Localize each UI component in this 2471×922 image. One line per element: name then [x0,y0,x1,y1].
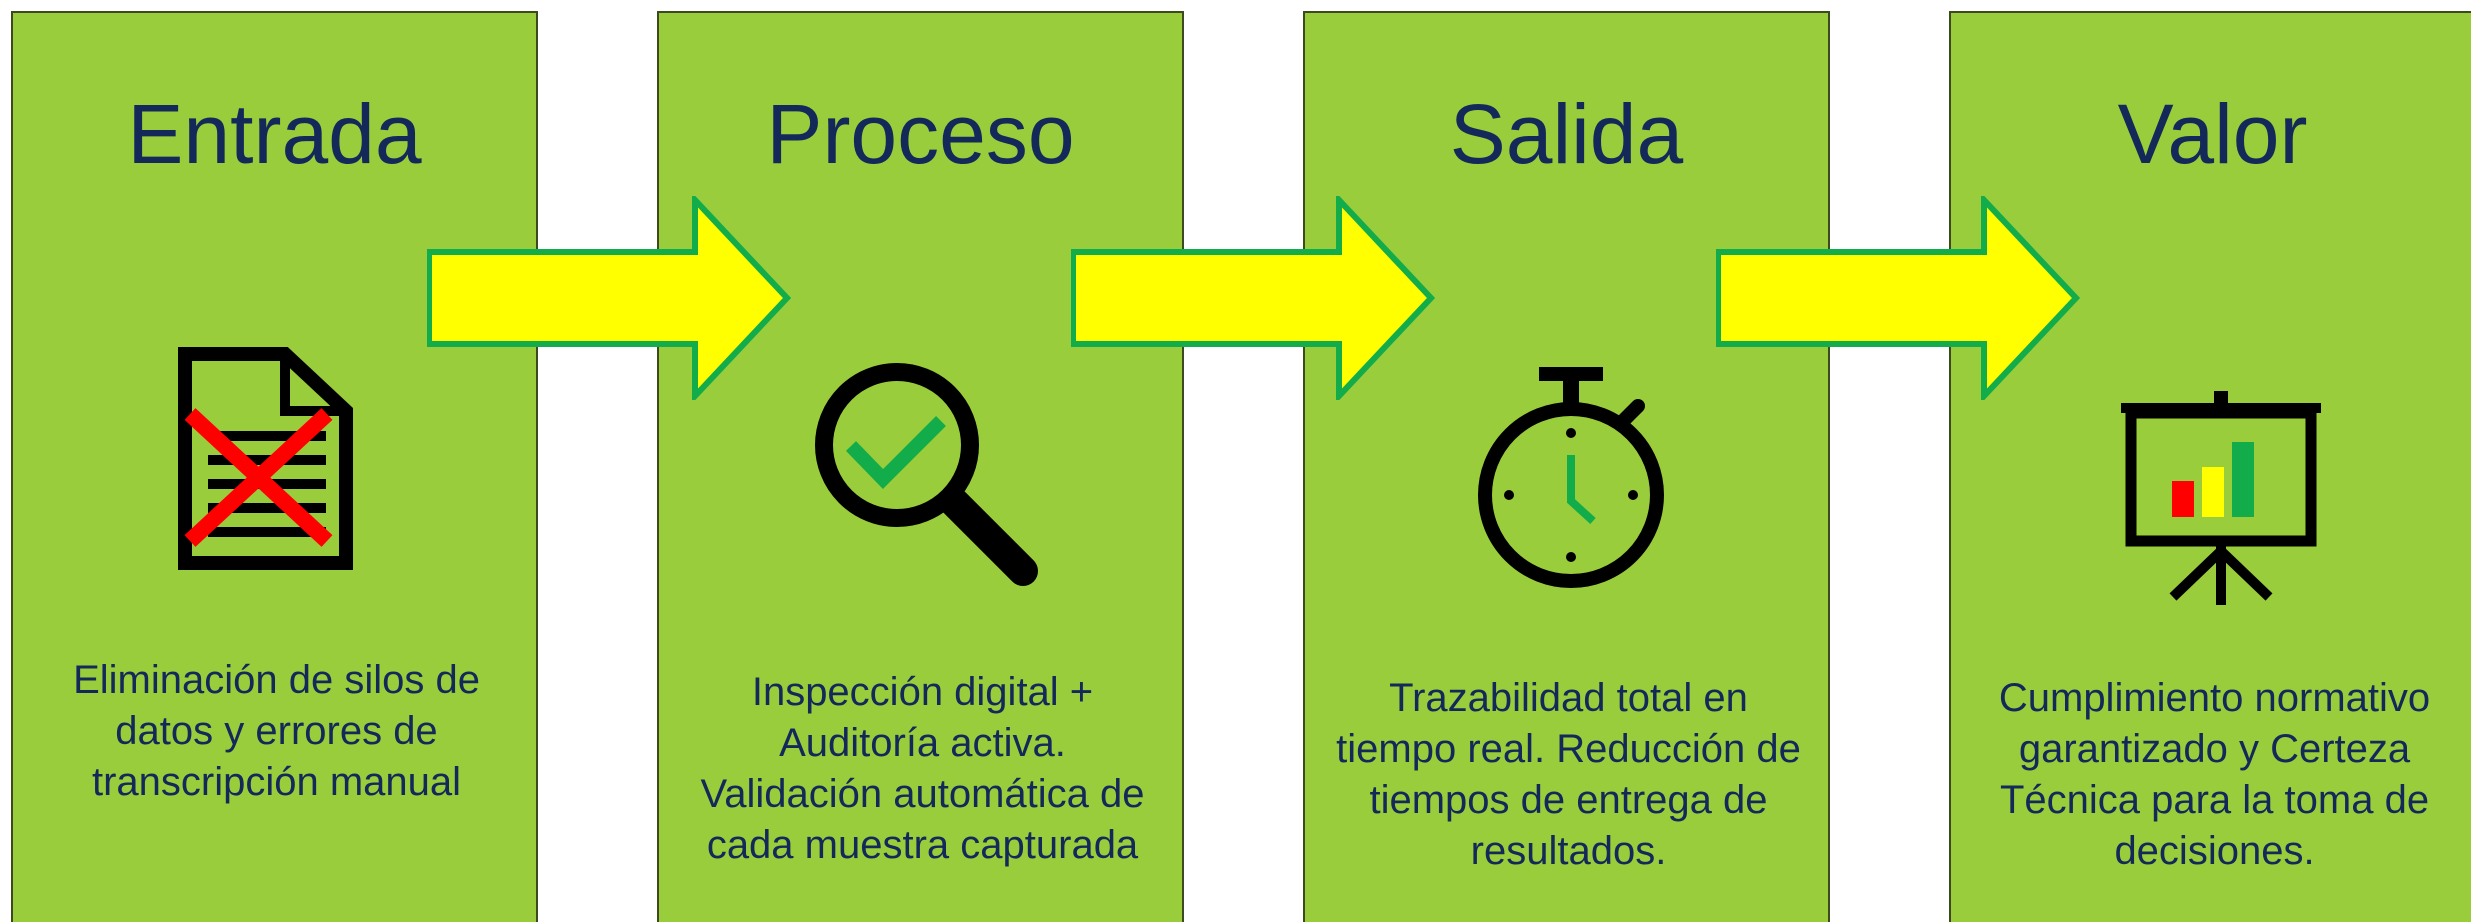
step-panel-salida: Salida Trazabilidad total en tiempo real… [1303,11,1830,922]
step-description: Cumplimiento normativo garantizado y Cer… [1998,676,2431,873]
step-panel-entrada: Entrada Eliminación de silos de datos y … [11,11,538,922]
step-panel-valor: Valor Cumplimiento normativo garantizado… [1949,11,2471,922]
step-description: Eliminación de silos de datos y errores … [73,658,480,804]
stopwatch-icon [1478,367,1664,588]
step-description: Trazabilidad total en tiempo real. Reduc… [1336,676,1801,873]
presentation-chart-icon [2121,391,2321,605]
step-title: Proceso [766,87,1075,181]
arrow-right-icon [1071,196,1435,400]
step-title: Salida [1449,87,1684,181]
step-title: Valor [2117,87,2308,181]
step-description: Inspección digital + Auditoría activa. V… [700,670,1145,867]
document-x-icon [178,347,353,570]
magnifier-check-icon [815,363,1038,586]
arrow-right-icon [427,196,791,400]
step-title: Entrada [127,87,422,181]
step-panel-proceso: Proceso Inspección digital + Auditoría a… [657,11,1184,922]
arrow-right-icon [1716,196,2080,400]
